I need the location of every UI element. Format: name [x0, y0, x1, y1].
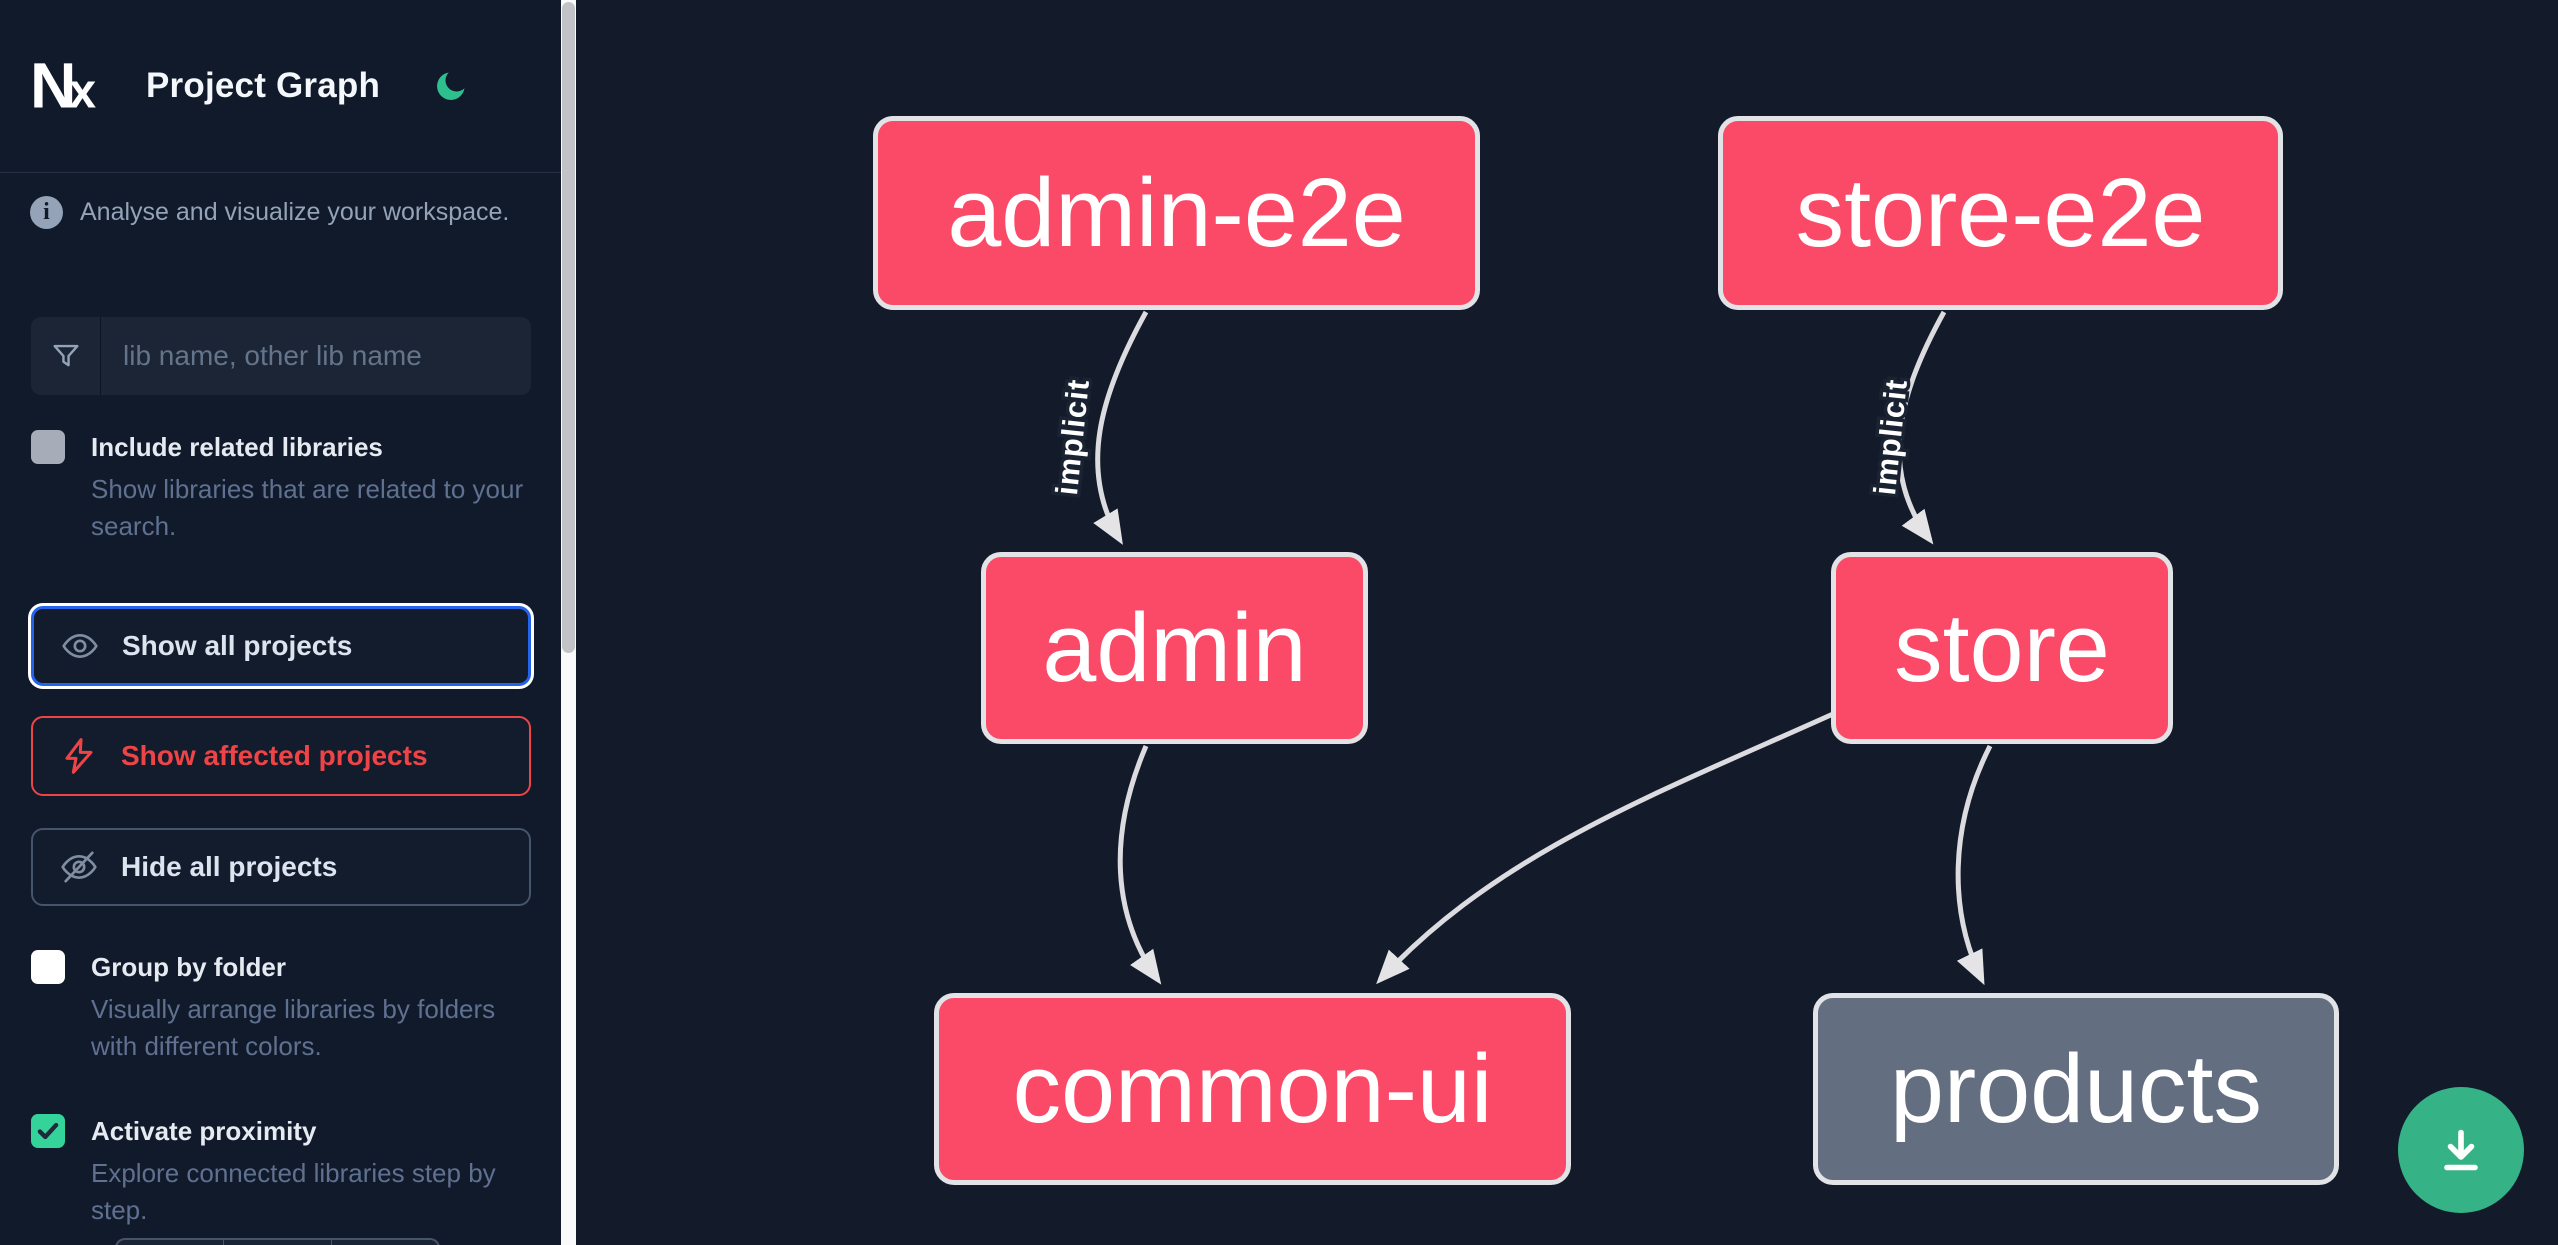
project-node-admin[interactable]: admin — [981, 552, 1368, 744]
workspace-info: i Analyse and visualize your workspace. — [30, 196, 535, 229]
button-label: Show all projects — [122, 630, 353, 661]
depth-segment[interactable] — [332, 1240, 438, 1245]
toggle-description: Explore connected libraries step by step… — [91, 1158, 496, 1225]
edge-label-implicit: implicit — [1867, 377, 1914, 497]
edge-store-e2e-store — [1896, 310, 1947, 545]
sidebar-scrollbar-track[interactable] — [561, 0, 576, 1245]
toggle-description: Show libraries that are related to your … — [91, 474, 524, 541]
edge-store-products — [1955, 744, 1993, 986]
toggle-activate-proximity: Activate proximity Explore connected lib… — [31, 1112, 536, 1229]
edge-store-common-ui — [1376, 711, 1835, 985]
bolt-icon — [59, 736, 99, 776]
edge-label-implicit: implicit — [1049, 377, 1096, 497]
edge-admin-common-ui — [1117, 745, 1162, 985]
toggle-description: Visually arrange libraries by folders wi… — [91, 994, 496, 1061]
include-related-checkbox[interactable] — [31, 430, 65, 464]
info-icon: i — [30, 196, 63, 229]
button-label: Hide all projects — [121, 851, 338, 882]
sidebar-scrollbar-thumb[interactable] — [562, 2, 575, 653]
page-title: Project Graph — [146, 66, 381, 105]
project-node-store-e2e[interactable]: store-e2e — [1718, 116, 2283, 310]
toggle-label[interactable]: Group by folder — [91, 952, 286, 982]
project-node-store[interactable]: store — [1831, 552, 2173, 744]
toggle-label[interactable]: Activate proximity — [91, 1116, 317, 1146]
button-label: Show affected projects — [121, 740, 428, 771]
nx-logo: N x — [30, 47, 108, 125]
download-image-button[interactable] — [2398, 1087, 2524, 1213]
search-box — [31, 317, 531, 395]
toggle-include-related: Include related libraries Show libraries… — [31, 428, 536, 545]
toggle-group-by-folder: Group by folder Visually arrange librari… — [31, 948, 536, 1065]
filter-icon — [31, 317, 101, 395]
show-all-projects-button[interactable]: Show all projects — [31, 606, 531, 686]
hide-all-projects-button[interactable]: Hide all projects — [31, 828, 531, 906]
eye-off-icon — [59, 847, 99, 887]
proximity-depth-control[interactable] — [115, 1238, 440, 1245]
moon-icon[interactable] — [433, 68, 469, 104]
group-by-folder-checkbox[interactable] — [31, 950, 65, 984]
search-input[interactable] — [101, 317, 531, 395]
project-node-admin-e2e[interactable]: admin-e2e — [873, 116, 1480, 310]
show-affected-projects-button[interactable]: Show affected projects — [31, 716, 531, 796]
project-node-common-ui[interactable]: common-ui — [934, 993, 1571, 1185]
eye-icon — [60, 626, 100, 666]
project-node-products[interactable]: products — [1813, 993, 2339, 1185]
sidebar-header: N x Project Graph — [0, 0, 561, 173]
sidebar: N x Project Graph i Analyse and visualiz… — [0, 0, 561, 1245]
edge-admin-e2e-admin — [1093, 310, 1149, 545]
check-icon — [37, 1122, 59, 1140]
svg-text:x: x — [69, 64, 96, 118]
toggle-label[interactable]: Include related libraries — [91, 432, 383, 462]
svg-text:N: N — [30, 50, 76, 121]
activate-proximity-checkbox[interactable] — [31, 1114, 65, 1148]
depth-segment[interactable] — [117, 1240, 225, 1245]
info-text: Analyse and visualize your workspace. — [80, 198, 510, 226]
depth-segment[interactable] — [224, 1240, 332, 1245]
download-icon — [2444, 1129, 2478, 1171]
